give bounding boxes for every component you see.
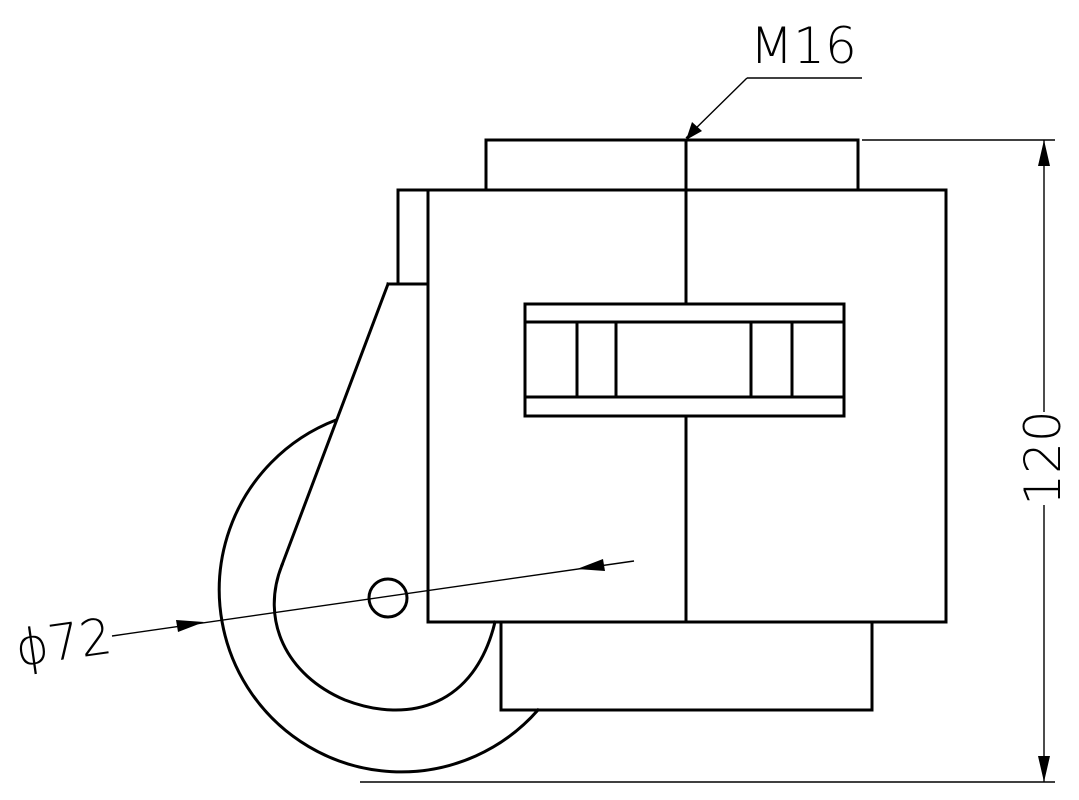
housing: [426, 138, 948, 712]
fork-top-block: [396, 188, 430, 286]
thread-leader: M16: [685, 17, 862, 140]
height-dimension: 120: [360, 139, 1072, 783]
base-foot: [499, 620, 874, 712]
adjuster-mechanism: [523, 302, 846, 418]
adjuster-frame: [523, 302, 846, 418]
arrow-up-icon: [1038, 140, 1050, 166]
height-label: 120: [1014, 410, 1072, 505]
wheel-outer-rim: [217, 418, 541, 774]
diameter-arrow-left-icon: [176, 620, 204, 632]
diameter-dimension: ϕ72: [12, 559, 635, 678]
wheel: [217, 418, 541, 774]
diameter-arrow-right-icon: [577, 559, 605, 571]
axle-hole: [367, 577, 409, 619]
arrow-down-icon: [1038, 756, 1050, 782]
diameter-label: ϕ72: [12, 607, 116, 678]
fork-arm: [280, 188, 430, 567]
thread-label: M16: [750, 17, 857, 75]
wheel-inner-rim: [272, 563, 497, 712]
leader-arrow-icon: [686, 122, 702, 140]
top-cap: [484, 138, 860, 192]
